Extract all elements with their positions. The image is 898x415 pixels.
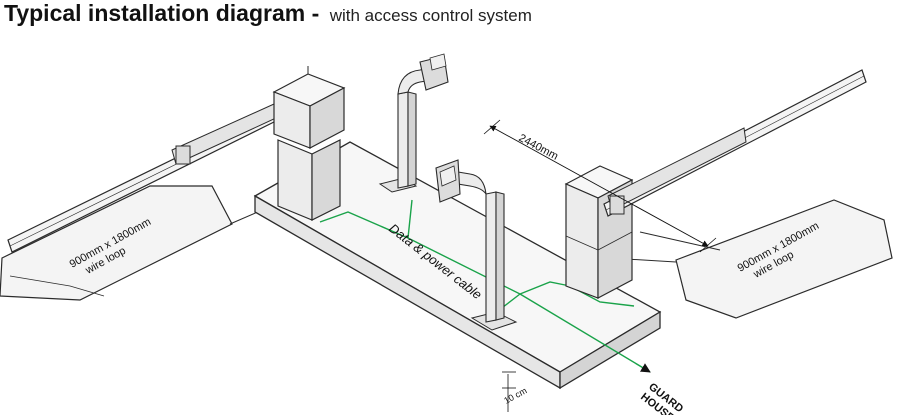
right-wire-loop (675, 199, 893, 319)
right-barrier-arm (603, 69, 867, 217)
dimension-label: 2440mm (517, 132, 560, 163)
title-main: Typical installation diagram - (4, 0, 320, 26)
left-barrier-cabinet (272, 66, 346, 221)
depth-label: 10 cm (502, 385, 528, 405)
title-subtitle: with access control system (329, 6, 532, 25)
left-barrier-arm (7, 103, 279, 253)
diagram-title: Typical installation diagram - with acce… (4, 0, 532, 30)
depth-marker: 10 cm (502, 371, 529, 412)
left-access-post (378, 53, 449, 193)
left-wire-loop (0, 185, 233, 301)
